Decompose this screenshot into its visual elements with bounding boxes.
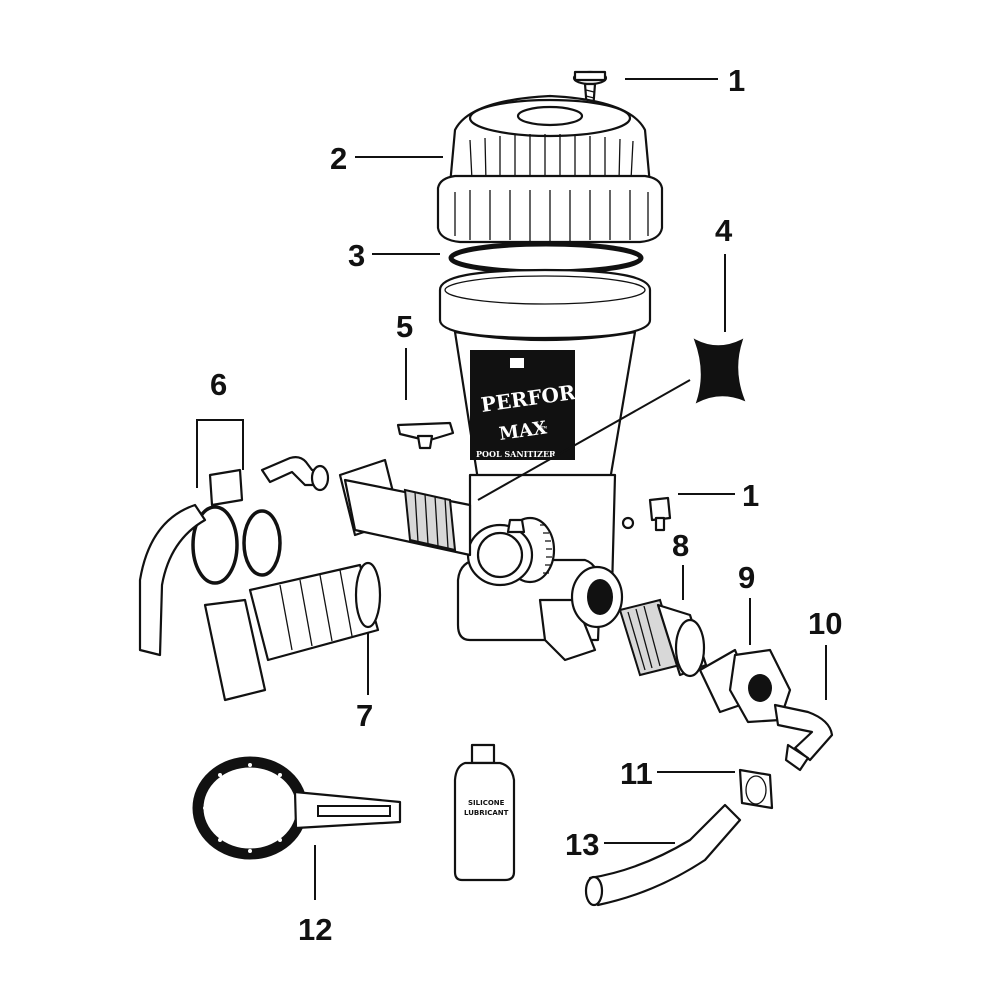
part-12-wrench	[192, 756, 402, 860]
bottle-label-line2: LUBRICANT	[464, 809, 509, 817]
part-5-valve-knob	[396, 421, 455, 450]
part-1-side-screw	[621, 496, 672, 532]
part-8-adapter	[618, 598, 708, 678]
callout-8: 8	[672, 528, 689, 563]
part-13-hose	[584, 803, 742, 907]
part-4-gasket	[693, 338, 746, 404]
callout-2: 2	[330, 141, 347, 176]
callout-1-side: 1	[742, 478, 759, 513]
inlet-elbow	[260, 456, 330, 492]
callout-1-top: 1	[728, 63, 745, 98]
callout-5: 5	[396, 309, 413, 344]
chlorinator-body	[438, 268, 652, 662]
callout-4: 4	[715, 213, 733, 248]
callout-12: 12	[298, 912, 332, 947]
leader-6	[196, 419, 244, 488]
inlet-pipe	[338, 458, 472, 557]
part-7-check-valve	[203, 561, 382, 702]
product-subtitle: POOL SANITIZER	[476, 449, 556, 459]
callout-11: 11	[620, 756, 653, 791]
part-11-hose-clamp	[738, 768, 774, 810]
part-6-clamp-set	[138, 468, 282, 657]
bottle-label-line1: SILICONE	[468, 799, 505, 807]
part-3-o-ring	[448, 241, 644, 275]
lubricant-bottle	[453, 743, 516, 882]
callout-3: 3	[348, 238, 365, 273]
callout-13: 13	[565, 827, 599, 862]
part-2-lid	[436, 94, 664, 244]
leader-4-pointer	[477, 379, 691, 501]
product-tm: ™	[540, 424, 548, 434]
callout-7: 7	[356, 698, 373, 733]
callout-10: 10	[808, 606, 842, 641]
callout-9: 9	[738, 560, 755, 595]
product-label	[470, 350, 575, 460]
part-10-elbow	[773, 703, 834, 772]
callout-6: 6	[210, 367, 227, 402]
